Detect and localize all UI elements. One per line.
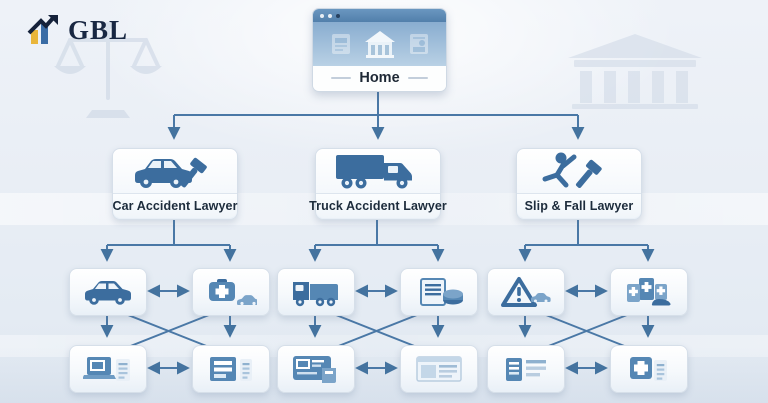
child-node (487, 268, 565, 316)
warning-triangle-car-icon (501, 277, 551, 307)
list-article-icon (506, 358, 546, 381)
house-icon (364, 31, 395, 58)
truck-icon (293, 282, 338, 307)
home-label: Home (359, 70, 400, 86)
browser-article-icon (416, 356, 462, 382)
child-node (192, 268, 270, 316)
child-node (610, 268, 688, 316)
dash-decoration (407, 77, 428, 79)
browser-home-window-icon (313, 22, 446, 66)
dash-decoration (331, 77, 352, 79)
slip-fall-person-gavel-icon (542, 152, 602, 188)
document-coins-icon (420, 278, 463, 306)
car-gavel-icon (135, 157, 207, 188)
medical-document-icon (630, 357, 667, 381)
child-node (277, 268, 355, 316)
child-node (400, 268, 478, 316)
child-node (69, 268, 147, 316)
browser-form-icon (293, 356, 336, 383)
medical-cards-icon (627, 278, 671, 306)
category-node-slip-fall: Slip & Fall Lawyer (516, 148, 642, 220)
box-truck-icon (336, 155, 412, 189)
child-node (610, 345, 688, 393)
laptop-article-icon (83, 357, 130, 381)
car-icon (85, 281, 131, 305)
browser-title-bar (313, 9, 446, 22)
child-node (400, 345, 478, 393)
brand-name: GBL (68, 14, 129, 45)
category-node-car-accident: Car Accident Lawyer (112, 148, 238, 220)
child-node (277, 345, 355, 393)
category-label: Truck Accident Lawyer (309, 193, 447, 218)
child-node (69, 345, 147, 393)
home-node: Home (312, 8, 447, 92)
list-document-icon (210, 357, 252, 381)
bar-chart-growth-arrow-icon (27, 15, 58, 44)
brand-logo: GBL (26, 13, 128, 47)
category-label: Slip & Fall Lawyer (517, 193, 641, 218)
category-label: Car Accident Lawyer (112, 193, 237, 218)
first-aid-kit-car-icon (209, 279, 257, 306)
home-label-row: Home (313, 66, 446, 90)
category-node-truck-accident: Truck Accident Lawyer (309, 148, 447, 220)
child-node (192, 345, 270, 393)
child-node (487, 345, 565, 393)
